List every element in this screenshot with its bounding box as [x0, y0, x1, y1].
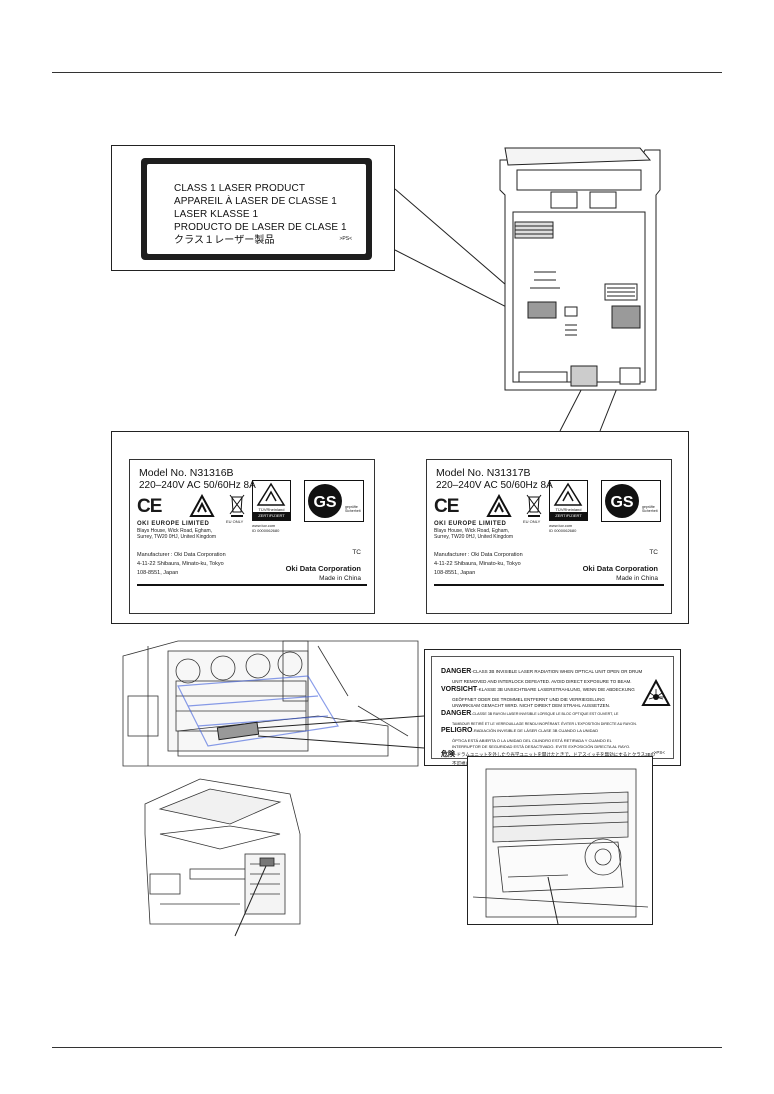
power-rating: 220–240V AC 50/60Hz 8A: [436, 480, 553, 491]
eu-only-text: EU ONLY: [523, 519, 541, 524]
tuv-certified-text: ZERTIFIZIERT: [253, 512, 290, 520]
tc-mark: TC: [649, 549, 658, 556]
ce-mark-icon: CE: [137, 496, 162, 517]
svg-text:GS: GS: [610, 494, 633, 511]
gs-text: geprüfte Sicherheit: [345, 505, 361, 513]
danger-heading: 危険: [441, 751, 455, 758]
tuv-certified-text: ZERTIFIZIERT: [550, 512, 587, 520]
danger-heading: DANGER: [441, 668, 472, 675]
danger-text: TAMBOUR RETIRÉ ET LE VERROUILLAGE RENDU …: [452, 722, 637, 726]
danger-text: ÓPTICA ESTÁ ABIERTA O LA UNIDAD DEL CILI…: [452, 738, 612, 743]
corporation-name: Oki Data Corporation: [582, 564, 658, 573]
danger-label-location: [216, 721, 260, 741]
gs-logo-icon: GS: [605, 484, 639, 518]
country-of-origin: Made in China: [319, 575, 361, 582]
weee-bin-icon: [229, 494, 245, 517]
danger-text: -CLASSE 3B RAYON LASER INVISIBLE LORSQUE…: [471, 712, 619, 716]
rating-plate: Model No. N31317B 220–240V AC 50/60Hz 8A…: [426, 459, 672, 614]
danger-heading: PELIGRO: [441, 727, 473, 734]
weee-bin-icon: [526, 494, 542, 517]
laser-label-code: >PS<: [339, 236, 352, 242]
danger-text: -KLASSE 3B UNSICHTBARE LASERSTRAHLUNG, W…: [477, 687, 635, 692]
danger-heading: DANGER: [441, 710, 472, 717]
laser-label-line: PRODUCTO DE LASER DE CLASE 1: [174, 222, 347, 233]
plate-divider: [137, 584, 367, 586]
gs-logo-icon: GS: [308, 484, 342, 518]
manufacturer-info: Manufacturer : Oki Data Corporation 4-11…: [434, 552, 523, 576]
danger-text: UNIT REMOVED AND INTERLOCK DEFEATED. AVO…: [452, 679, 632, 684]
fuser-closeup-illustration: [472, 768, 649, 925]
plate-divider: [434, 584, 664, 586]
model-number: Model No. N31316B: [139, 467, 234, 479]
laser-label-line: LASER KLASSE 1: [174, 209, 259, 220]
laser-label-line: CLASS 1 LASER PRODUCT: [174, 183, 306, 194]
tuv-certification-mark: TÜVRheinland ZERTIFIZIERT: [549, 480, 588, 521]
danger-text: UNWIRKSAM GEMACHT WIRD. NICHT DIREKT DEM…: [452, 703, 611, 708]
danger-text: GEÖFFNET ODER DIE TROMMEL ENTFERNT UND D…: [452, 697, 605, 702]
danger-text: INTERRUPTOR DE SEGURIDAD ESTÁ DESACTIVAD…: [452, 744, 631, 749]
tuv-website: www.tuv.com ID 0000062680: [252, 523, 280, 533]
tuv-triangle-icon: [256, 482, 286, 506]
gs-text: geprüfte Sicherheit: [642, 505, 658, 513]
laser-label-line: APPAREIL À LASER DE CLASSE 1: [174, 196, 337, 207]
printer-rear-illustration: [394, 147, 661, 432]
danger-text: -CLASS 3B INVISIBLE LASER RADIATION WHEN…: [471, 669, 643, 674]
danger-label-callout: DANGER-CLASS 3B INVISIBLE LASER RADIATIO…: [424, 649, 681, 766]
power-rating: 220–240V AC 50/60Hz 8A: [139, 480, 256, 491]
laser-class-label-callout: CLASS 1 LASER PRODUCT APPAREIL À LASER D…: [111, 145, 395, 271]
printer-front-open-illustration: [122, 640, 425, 767]
fuser-closeup-frame: [467, 756, 653, 925]
tuv-website: www.tuv.com ID 0000062680: [549, 523, 577, 533]
fuser-label-location: [259, 857, 275, 867]
laser-label-line: クラス１レーザー製品: [174, 235, 275, 246]
footer-rule: [52, 1047, 722, 1048]
gs-mark: GS geprüfte Sicherheit: [304, 480, 364, 522]
rating-label-location: [611, 305, 641, 329]
danger-text: -RADIACIÓN INVISIBLE DE LÁSER CLASE 3B C…: [472, 728, 599, 733]
corporation-name: Oki Data Corporation: [285, 564, 361, 573]
tc-mark: TC: [352, 549, 361, 556]
eu-company: OKI EUROPE LIMITED: [434, 521, 507, 527]
country-of-origin: Made in China: [616, 575, 658, 582]
header-rule: [52, 72, 722, 73]
gs-mark: GS geprüfte Sicherheit: [601, 480, 661, 522]
ce-mark-icon: CE: [434, 496, 459, 517]
eu-company: OKI EUROPE LIMITED: [137, 521, 210, 527]
tuv-certification-mark: TÜVRheinland ZERTIFIZIERT: [252, 480, 291, 521]
laser-class-label: CLASS 1 LASER PRODUCT APPAREIL À LASER D…: [141, 158, 372, 260]
danger-heading: VORSICHT: [441, 686, 478, 693]
svg-text:GS: GS: [313, 494, 336, 511]
model-number: Model No. N31317B: [436, 467, 531, 479]
tuv-name: TÜVRheinland: [555, 507, 582, 512]
manufacturer-info: Manufacturer : Oki Data Corporation 4-11…: [137, 552, 226, 576]
tuv-name: TÜVRheinland: [258, 507, 285, 512]
laser-warning-icon: [641, 679, 671, 706]
rating-label-callout: Model No. N31316B 220–240V AC 50/60Hz 8A…: [111, 431, 689, 624]
tuv-triangle-icon: [553, 482, 583, 506]
danger-label: DANGER-CLASS 3B INVISIBLE LASER RADIATIO…: [431, 656, 674, 766]
danger-text: -ドラムユニットを外したり光学ユニットを開けたときで、ドアスイッチを無効にすると…: [455, 752, 656, 757]
rating-plate: Model No. N31316B 220–240V AC 50/60Hz 8A…: [129, 459, 375, 614]
eu-address: Blays House, Wick Road, Egham, Surrey, T…: [137, 528, 217, 540]
eu-address: Blays House, Wick Road, Egham, Surrey, T…: [434, 528, 514, 540]
printer-side-illustration: [144, 778, 301, 937]
eu-only-text: EU ONLY: [226, 519, 244, 524]
rcm-mark-icon: [486, 494, 512, 517]
rcm-mark-icon: [189, 494, 215, 517]
danger-label-code: >PS<: [653, 750, 665, 755]
laser-label-location: [527, 301, 557, 319]
